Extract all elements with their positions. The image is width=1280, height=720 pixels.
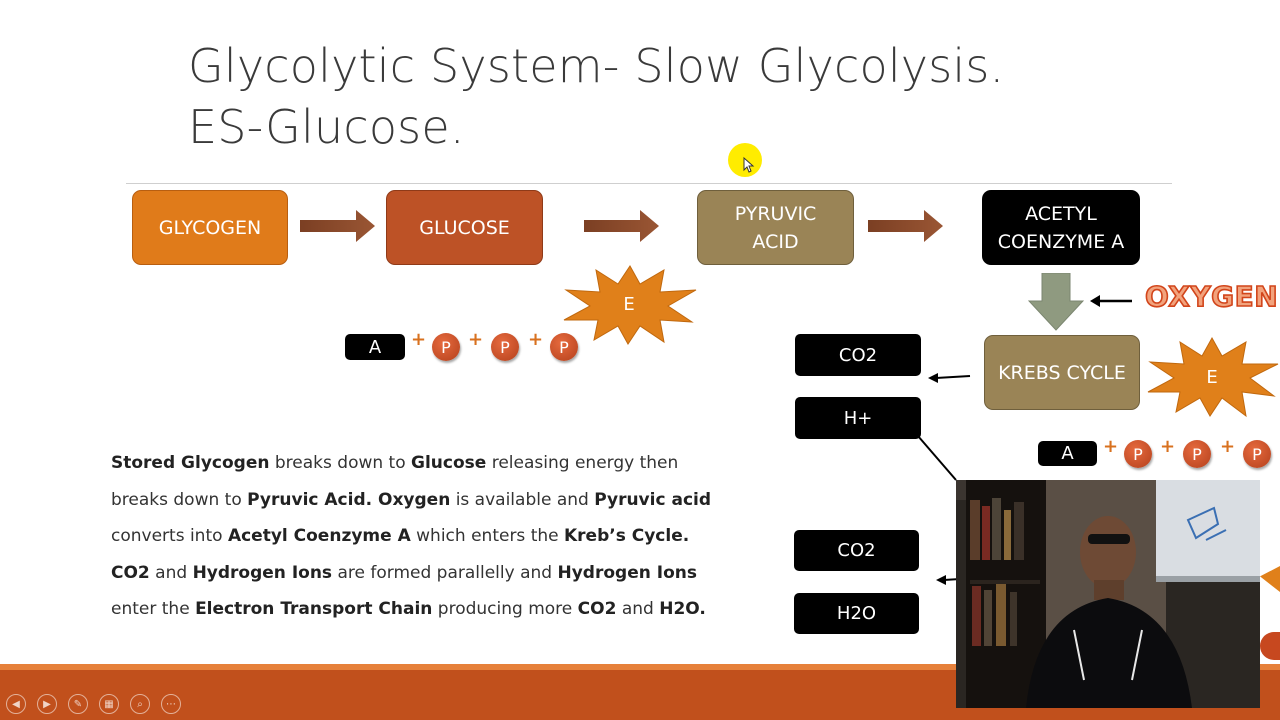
desc-bold: Pyruvic Acid. Oxygen <box>247 489 451 510</box>
phosphate-label: P <box>1252 444 1262 464</box>
phosphate-label: P <box>559 337 569 357</box>
phosphate-circle: P <box>432 333 460 361</box>
glycogen-label: GLYCOGEN <box>158 216 262 239</box>
desc-text: are formed parallelly and <box>332 562 558 583</box>
acetyl-label-line1: ACETYL <box>1025 202 1097 225</box>
atp-a-label: A <box>368 336 382 358</box>
krebs-label: KREBS CYCLE <box>998 361 1126 384</box>
desc-bold: Acetyl Coenzyme A <box>227 526 411 547</box>
energy-burst-icon: E <box>1147 336 1279 418</box>
phosphate-circle: P <box>550 333 578 361</box>
h2o-label: H2O <box>836 603 877 624</box>
pyruvic-label-line2: ACID <box>752 230 799 253</box>
slide-title-line2: ES-Glucose. <box>188 100 465 154</box>
plus-sign: + <box>1220 436 1236 457</box>
phosphate-circle: P <box>491 333 519 361</box>
next-icon[interactable]: ▶ <box>37 694 57 714</box>
co2-label: CO2 <box>837 540 876 561</box>
desc-bold: H2O. <box>659 599 706 620</box>
oxygen-label: OXYGEN <box>1144 279 1279 314</box>
laser-pointer-icon <box>728 143 762 177</box>
slides-icon[interactable]: ▦ <box>99 694 119 714</box>
energy-label: E <box>623 294 634 315</box>
desc-text: releasing energy then breaks down to <box>111 453 679 510</box>
desc-bold: Electron Transport Chain <box>195 599 433 620</box>
glucose-label: GLUCOSE <box>419 216 510 239</box>
phosphate-circle: P <box>1183 440 1211 468</box>
krebs-cycle-box: KREBS CYCLE <box>984 335 1140 410</box>
right-arrow-icon <box>868 210 943 242</box>
desc-text: and <box>149 562 193 583</box>
phosphate-circle: P <box>1124 440 1152 468</box>
pen-icon[interactable]: ✎ <box>68 694 88 714</box>
desc-bold: Hydrogen Ions <box>557 562 697 583</box>
phosphate-label: P <box>1133 444 1143 464</box>
down-arrow-icon <box>1028 273 1084 331</box>
left-arrow-icon <box>928 373 971 383</box>
description-text: Stored Glycogen breaks down to Glucose r… <box>111 445 731 628</box>
desc-bold: Kreb’s Cycle. <box>564 526 690 547</box>
desc-text: converts into <box>111 526 228 547</box>
glucose-box: GLUCOSE <box>386 190 543 265</box>
plus-sign: + <box>411 329 427 350</box>
bottom-bar-accent <box>0 664 1280 670</box>
plus-sign: + <box>1160 436 1176 457</box>
webcam-overlay <box>956 480 1260 708</box>
acetyl-label-line2: COENZYME A <box>997 230 1125 253</box>
desc-bold: Stored Glycogen <box>111 453 270 473</box>
webcam-video <box>956 480 1260 708</box>
acetyl-coenzyme-box: ACETYL COENZYME A <box>982 190 1140 265</box>
desc-bold: CO2 <box>111 562 150 583</box>
partial-burst <box>1260 566 1280 592</box>
desc-bold: Pyruvic acid <box>594 489 712 510</box>
desc-text: which enters the <box>410 526 564 547</box>
more-icon[interactable]: ⋯ <box>161 694 181 714</box>
desc-text: is available and <box>450 489 595 510</box>
co2-label: CO2 <box>838 344 878 366</box>
connector-line <box>917 435 957 481</box>
pyruvic-acid-box: PYRUVIC ACID <box>697 190 854 265</box>
phosphate-label: P <box>1192 444 1202 464</box>
desc-text: enter the <box>111 599 196 620</box>
phosphate-circle: P <box>1243 440 1271 468</box>
atp-a-tag: A <box>1038 441 1097 466</box>
energy-label: E <box>1206 367 1217 388</box>
energy-burst-icon: E <box>563 265 697 345</box>
phosphate-label: P <box>441 337 451 357</box>
zoom-icon[interactable]: ⌕ <box>130 694 150 714</box>
desc-bold: CO2 <box>577 599 617 620</box>
desc-text: breaks down to <box>269 453 412 473</box>
glycogen-box: GLYCOGEN <box>132 190 288 265</box>
plus-sign: + <box>468 329 484 350</box>
right-arrow-icon <box>584 210 659 242</box>
slide-title-line1: Glycolytic System- Slow Glycolysis. <box>188 39 1005 93</box>
slide-title: Glycolytic System- Slow Glycolysis. ES-G… <box>188 36 1004 158</box>
desc-bold: Glucose <box>411 453 487 473</box>
pyruvic-label-line1: PYRUVIC <box>734 202 817 225</box>
h-plus-tag: H+ <box>795 397 921 439</box>
phosphate-label: P <box>500 337 510 357</box>
h2o-tag: H2O <box>794 593 919 634</box>
atp-a-label: A <box>1061 443 1074 464</box>
co2-tag-bottom: CO2 <box>794 530 919 571</box>
co2-tag-top: CO2 <box>795 334 921 376</box>
desc-text: and <box>616 599 660 620</box>
title-divider <box>126 183 1172 184</box>
atp-a-tag: A <box>345 334 405 360</box>
partial-phosphate-circle <box>1260 632 1280 660</box>
desc-text: producing more <box>432 599 578 620</box>
left-arrow-icon <box>1090 295 1132 307</box>
desc-bold: Hydrogen Ions <box>192 562 333 583</box>
previous-icon[interactable]: ◀ <box>6 694 26 714</box>
plus-sign: + <box>1103 436 1119 457</box>
right-arrow-icon <box>300 210 375 242</box>
h-plus-label: H+ <box>843 407 873 429</box>
plus-sign: + <box>528 329 544 350</box>
